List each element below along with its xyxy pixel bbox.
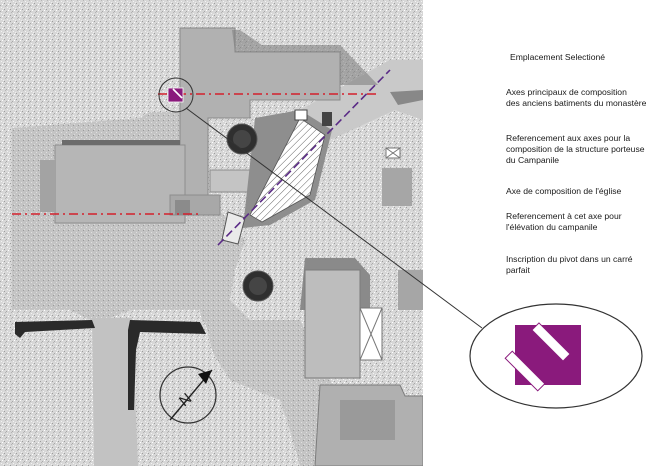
campanile-column: [322, 112, 332, 126]
legend-campanile-ref-line-3: du Campanile: [506, 155, 559, 165]
legend-church-axis: Axe de composition de l'église: [506, 186, 622, 196]
legend-campanile-ref-line-1: Referencement aux axes pour la: [506, 133, 630, 143]
garden-block-left: [20, 320, 95, 466]
north-arrow-ring: [159, 366, 217, 424]
legend-campanile-ref-line-2: composition de la structure porteuse: [506, 144, 645, 154]
pivot-zoom: [469, 303, 643, 409]
street-south: [92, 318, 138, 466]
legend-pivot-line-1: Inscription du pivot dans un carré: [506, 254, 633, 264]
north-arrow-head: [198, 370, 212, 384]
building-east-2: [398, 270, 423, 310]
legend-selected-location: Emplacement Selectioné: [510, 52, 605, 62]
site-map: N: [0, 0, 423, 466]
legend: Emplacement Selectioné Axes principaux d…: [506, 52, 647, 275]
campanile-detail-box: [294, 109, 308, 121]
church-pier: [175, 200, 190, 215]
legend-elevation-ref-line-1: Referencement à cet axe pour: [506, 211, 622, 221]
selection-square: [167, 87, 184, 103]
building-southeast: [304, 269, 361, 379]
north-arrow: N: [159, 366, 217, 424]
shed-cross-2: [385, 147, 401, 159]
church-nave: [54, 144, 186, 224]
hedge-center: [128, 320, 206, 410]
tree-plaza-crown: [249, 277, 267, 295]
legend-pivot-line-2: parfait: [506, 265, 530, 275]
legend-elevation-ref-line-2: l'élévation du campanile: [506, 222, 598, 232]
monastery-shadow: [232, 30, 378, 85]
legend-main-axes-line-1: Axes principaux de composition: [506, 87, 627, 97]
church-roof-shadow: [62, 140, 180, 145]
building-south-roof: [340, 400, 395, 440]
selection-stroke: [172, 88, 183, 99]
gate-structure: [390, 90, 423, 105]
pivot-bar-upper: [531, 322, 571, 362]
annex-cross-2: [359, 307, 383, 361]
campanile-structure: [249, 117, 326, 223]
legend-main-axes-line-2: des anciens batiments du monastère: [506, 98, 647, 108]
selection-circle: [158, 77, 194, 113]
zoom-leader-line: [185, 107, 483, 329]
building-east-1: [382, 168, 412, 206]
pivot-bar-lower: [504, 350, 546, 392]
hedge-left: [15, 320, 95, 338]
garden-block-center: [130, 322, 218, 466]
church-apse: [40, 160, 55, 212]
axis-campanile-diagonal: [217, 69, 391, 246]
tree-courtyard-crown: [233, 130, 251, 148]
